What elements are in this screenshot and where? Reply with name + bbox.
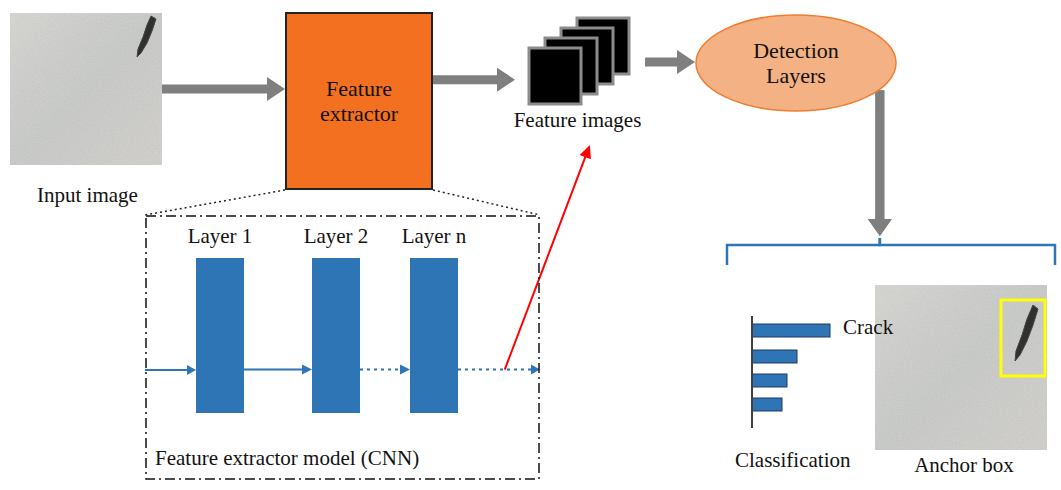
arrow-head [187,365,196,375]
connector-line [360,369,401,371]
connector [645,50,695,74]
layer-block [410,258,458,413]
photo-ground [875,285,1047,450]
layer-block [196,258,244,413]
layer-block [312,258,360,413]
photo-ground [10,13,162,165]
connector [244,365,312,375]
bar [752,374,787,387]
group-box: Feature extractor model (CNN)Layer 1Laye… [145,215,540,480]
layer-node: Layer n [379,222,489,417]
anchor-box [1001,300,1045,376]
photo-noise [10,13,162,165]
arrow-head [868,219,892,236]
crack [1015,305,1038,361]
arrow-head [400,365,410,375]
connector-line [645,58,678,67]
feature-map [529,48,581,104]
node-label: Classification [735,448,850,472]
node-label: Anchor box [870,453,1058,477]
connector [868,90,1055,265]
process-box: Feature extractor [285,12,433,190]
arrow-head [677,50,695,74]
crack [137,16,156,57]
layer-node: Layer 2 [281,222,391,417]
bar [752,324,830,337]
arrow-head [868,219,892,236]
node-label: Feature images [500,108,655,132]
anchor-photo [875,285,1047,450]
bracket [727,238,880,265]
node-label: Input image [5,183,170,207]
dash-dot-border [146,216,539,479]
node-label: Layer 1 [165,224,275,248]
bar [752,398,782,411]
connector-line [458,369,532,371]
photo-noise [875,285,1047,450]
connector-line [433,75,498,84]
node-label: Detection Layers [731,38,861,89]
arrow-head [302,365,312,375]
layer-node: Layer 1 [165,222,275,417]
connector [433,68,515,92]
node-label: Layer 2 [281,224,391,248]
node-label: Crack [843,315,893,339]
feature-map-stack [515,16,645,108]
zoom-line [433,190,540,215]
connector-line [875,90,884,221]
connector-line [162,85,268,94]
image-node: Anchor box [870,265,1058,490]
input-line [145,369,189,371]
node-label: Feature extractor [300,76,418,127]
arrow-head [580,145,591,159]
node-label: Feature extractor model (CNN) [155,446,419,470]
connector [458,145,591,375]
connector-line [875,90,884,221]
node-label: Layer n [379,224,489,248]
connector [727,90,892,265]
zoom-line [145,190,285,215]
arrow-head [267,77,285,101]
chart-axis [751,316,753,428]
feature-stack: Feature images [500,16,655,144]
connector-line [505,156,586,369]
image-node: Input image [5,8,170,213]
process-ellipse: Detection Layers [695,14,897,112]
bar [752,350,797,363]
arrow-head [497,68,515,92]
connector-line [244,369,303,371]
connector [360,365,410,375]
bracket [880,238,1055,265]
ellipse-shape [696,15,896,111]
input-photo [10,13,162,165]
connector [162,77,285,101]
